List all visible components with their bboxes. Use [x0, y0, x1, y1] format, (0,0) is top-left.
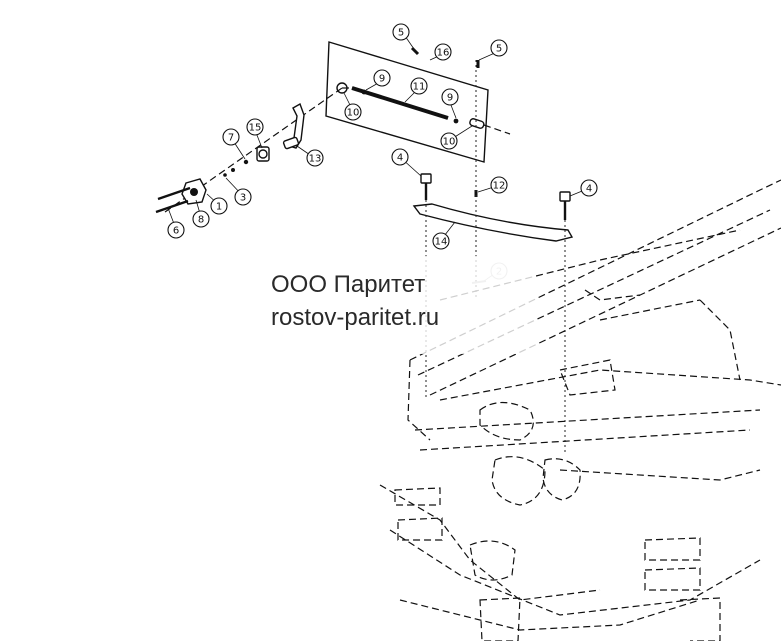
callout-label: 11 [413, 82, 426, 93]
callout-label: 5 [496, 44, 502, 55]
callout-4: 4 [580, 179, 598, 197]
callout-8: 8 [192, 210, 210, 228]
callout-13: 13 [306, 149, 324, 167]
callout-5: 5 [392, 23, 410, 41]
callout-16: 16 [434, 43, 452, 61]
callout-10: 10 [344, 103, 362, 121]
watermark-website: rostov-paritet.ru [271, 304, 440, 331]
ball-joint-10-right [469, 118, 485, 129]
callout-label: 12 [493, 181, 506, 192]
callout-12: 12 [490, 176, 508, 194]
nut-9-left [361, 89, 367, 95]
callout-label: 16 [437, 48, 450, 59]
callout-label: 15 [249, 123, 262, 134]
callout-6: 6 [167, 221, 185, 239]
callout-label: 6 [173, 226, 179, 237]
chassis-frame [379, 179, 781, 641]
callout-label: 5 [398, 28, 404, 39]
watermark-company: ООО Паритет [271, 271, 426, 298]
callout-label: 10 [443, 137, 456, 148]
callout-label: 4 [397, 153, 403, 164]
callout-5: 5 [490, 39, 508, 57]
callout-label: 4 [586, 184, 592, 195]
bolt-4-right [559, 191, 571, 220]
callout-label: 14 [435, 237, 448, 248]
callout-9: 9 [373, 69, 391, 87]
callout-14: 14 [432, 232, 450, 250]
callout-label: 9 [379, 74, 385, 85]
nut-9-right [453, 118, 459, 124]
callout-label: 7 [228, 133, 234, 144]
callout-15: 15 [246, 118, 264, 136]
callout-7: 7 [222, 128, 240, 146]
strap-14 [412, 203, 574, 242]
callout-10: 10 [440, 132, 458, 150]
callout-label: 1 [216, 202, 222, 213]
callout-1: 1 [210, 197, 228, 215]
callout-11: 11 [410, 77, 428, 95]
callout-4: 4 [391, 148, 409, 166]
callout-label: 13 [309, 154, 322, 165]
callout-3: 3 [234, 188, 252, 206]
watermark: ООО Паритет rostov-paritet.ru [246, 256, 536, 354]
bolt-4-left [420, 173, 432, 200]
bolt-6-lower [155, 199, 189, 214]
bolt-5-left [410, 46, 420, 56]
callout-label: 8 [198, 215, 204, 226]
lever-13 [287, 102, 305, 149]
callout-label: 9 [447, 93, 453, 104]
callout-label: 3 [240, 193, 246, 204]
callout-label: 10 [347, 108, 360, 119]
plate-16 [325, 41, 489, 163]
bolt-6-upper [157, 186, 191, 201]
washer-7 [243, 159, 249, 165]
callout-9: 9 [441, 88, 459, 106]
